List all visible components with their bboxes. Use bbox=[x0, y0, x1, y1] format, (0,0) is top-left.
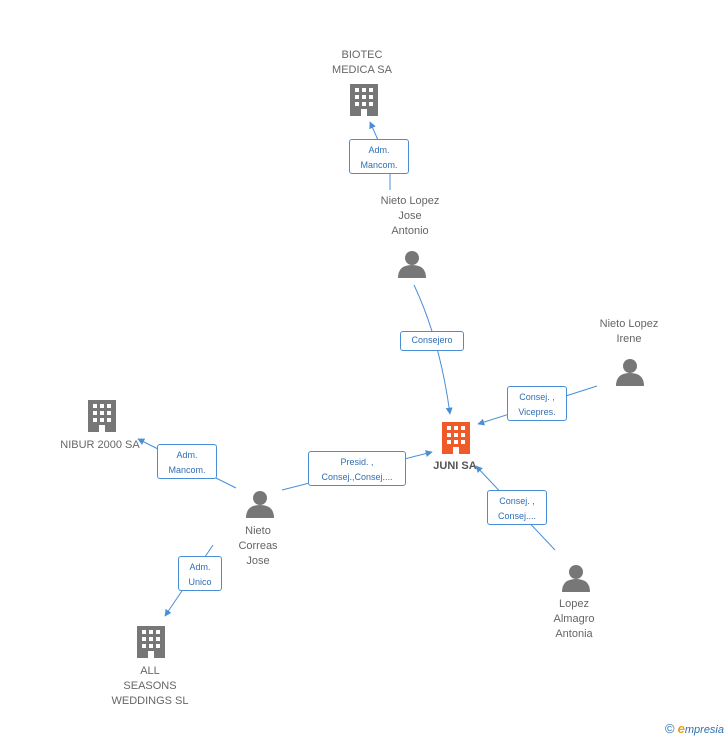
role-box-biotec-adm: Adm. Mancom. bbox=[349, 139, 409, 174]
role-box-correas-presid: Presid. , Consej.,Consej.... bbox=[308, 451, 406, 486]
person-icon bbox=[616, 359, 644, 386]
company-label-nibur[interactable]: NIBUR 2000 SA bbox=[60, 439, 140, 451]
center-building-icon bbox=[442, 422, 470, 454]
footer-brand: © empresia bbox=[665, 721, 724, 736]
role-box-almagro: Consej. , Consej.... bbox=[487, 490, 547, 525]
brand-e-logo: e bbox=[677, 721, 685, 736]
person-icon bbox=[562, 565, 590, 592]
role-box-consejero: Consejero bbox=[400, 331, 464, 351]
role-box-allseasons-adm: Adm. Unico bbox=[178, 556, 222, 591]
company-label-biotec[interactable]: BIOTEC MEDICA SA bbox=[332, 49, 392, 76]
role-box-irene: Consej. , Vicepres. bbox=[507, 386, 567, 421]
copyright-symbol: © bbox=[664, 721, 675, 736]
person-icon bbox=[398, 251, 426, 278]
brand-name: mpresia bbox=[684, 724, 724, 736]
building-icon bbox=[88, 400, 116, 432]
person-label-nieto-irene[interactable]: Nieto Lopez Irene bbox=[599, 318, 659, 345]
center-company-label[interactable]: JUNI SA bbox=[433, 460, 477, 472]
building-icon bbox=[137, 626, 165, 658]
building-icon bbox=[350, 84, 378, 116]
person-icon bbox=[246, 491, 274, 518]
person-label-lopez-almagro[interactable]: Lopez Almagro Antonia bbox=[553, 598, 595, 640]
person-label-nieto-correas[interactable]: Nieto Correas Jose bbox=[238, 525, 278, 567]
person-label-nieto-jose-antonio[interactable]: Nieto Lopez Jose Antonio bbox=[380, 195, 440, 237]
role-box-nibur-adm: Adm. Mancom. bbox=[157, 444, 217, 479]
company-label-allseasons[interactable]: ALL SEASONS WEDDINGS SL bbox=[111, 665, 189, 707]
